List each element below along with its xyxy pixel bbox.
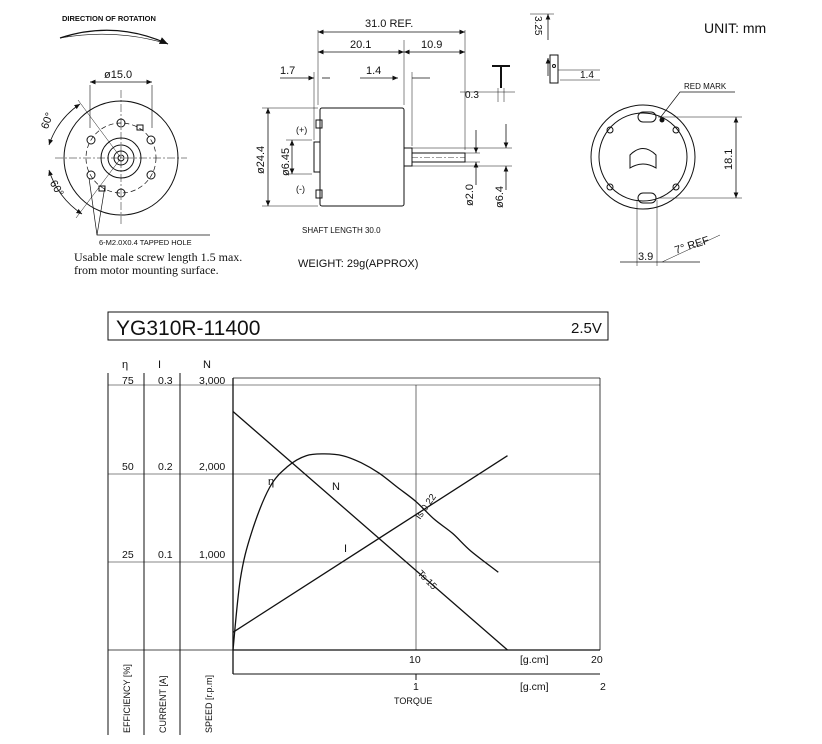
head-efficiency: η — [122, 359, 128, 371]
dim-10-9: 10.9 — [421, 39, 442, 51]
red-mark-label: RED MARK — [684, 82, 727, 91]
red-mark-dot — [659, 117, 665, 123]
angle-60-bottom: 60° — [47, 178, 66, 198]
dim-dia-6-4: ø6.4 — [494, 186, 506, 208]
eff-tick-25: 25 — [122, 549, 134, 561]
screw-note-line1: Usable male screw length 1.5 max. — [74, 250, 242, 264]
torque-mnm-tick-1: 1 — [413, 681, 419, 693]
current-curve — [232, 455, 508, 633]
screw-note-line2: from motor mounting surface. — [74, 263, 219, 277]
dim-dia-6-45: ø6.45 — [280, 148, 292, 176]
stall-torque-label: Ts 15 — [415, 568, 439, 592]
side-view: (+) (-) 31.0 REF. 20.1 10.9 1.7 1.4 ø24.… — [255, 18, 512, 270]
torque-axis-title: TORQUE — [394, 696, 432, 706]
performance-chart: YG310R-11400 2.5V η I N 75 50 25 0.3 0 — [107, 311, 609, 735]
angle-60-top: 60° — [39, 111, 56, 131]
series-label-n: N — [332, 481, 340, 493]
speed-axis-title: SPEED [r.p.m] — [204, 675, 214, 733]
dim-31-ref: 31.0 REF. — [365, 18, 413, 30]
head-speed: N — [203, 359, 211, 371]
series-label-eta: η — [268, 476, 274, 488]
tapped-hole-callout: 6-M2.0X0.4 TAPPED HOLE — [99, 238, 192, 247]
torque-gcm-unit: [g.cm] — [520, 654, 549, 666]
model-name: YG310R-11400 — [116, 317, 260, 340]
rotation-arrow — [59, 29, 169, 45]
current-axis-title: CURRENT [A] — [158, 676, 168, 733]
rear-face — [590, 104, 696, 210]
dim-1-4-terminal: 1.4 — [580, 70, 594, 81]
cur-tick-0-1: 0.1 — [158, 549, 173, 561]
dim-dia-24-4: ø24.4 — [255, 146, 267, 174]
angle-7-ref: 7° REF — [673, 234, 711, 256]
dim-18-1: 18.1 — [723, 149, 735, 170]
speed-tick-1000: 1,000 — [199, 549, 225, 561]
cur-tick-0-2: 0.2 — [158, 461, 173, 473]
motor-body — [319, 107, 405, 207]
stall-current-label: Is 0.22 — [413, 492, 438, 522]
torque-mnm-unit: [g.cm] — [520, 681, 549, 693]
dim-0-3: 0.3 — [465, 90, 479, 101]
torque-mnm-max: 2 — [600, 681, 606, 693]
weight-label: WEIGHT: 29g(APPROX) — [298, 258, 418, 270]
dim-3-25: 3.25 — [532, 16, 543, 36]
torque-gcm-tick-10: 10 — [409, 654, 421, 666]
model-title-box — [107, 311, 609, 341]
terminal-detail: 3.25 1.4 0.3 — [460, 13, 600, 102]
terminal-plus: (+) — [296, 125, 307, 135]
front-view: DIRECTION OF ROTATION ø15.0 60° — [39, 14, 242, 277]
eff-tick-50: 50 — [122, 461, 134, 473]
rated-voltage: 2.5V — [571, 320, 602, 337]
eff-tick-75: 75 — [122, 375, 134, 387]
tapped-holes — [86, 118, 156, 198]
terminal-minus: (-) — [296, 184, 305, 194]
dim-20-1: 20.1 — [350, 39, 371, 51]
speed-curve — [232, 411, 508, 651]
dim-3-9: 3.9 — [638, 251, 653, 263]
dim-1-4: 1.4 — [366, 65, 381, 77]
shaft-length-label: SHAFT LENGTH 30.0 — [302, 226, 381, 235]
dim-1-7: 1.7 — [280, 65, 295, 77]
cur-tick-0-3: 0.3 — [158, 375, 173, 387]
efficiency-curve — [232, 453, 499, 651]
efficiency-axis-title: EFFICIENCY [%] — [122, 664, 132, 733]
rotation-label: DIRECTION OF ROTATION — [62, 14, 156, 23]
rear-view: RED MARK 18.1 3.9 7° REF — [590, 82, 742, 266]
torque-gcm-max: 20 — [591, 654, 603, 666]
speed-tick-2000: 2,000 — [199, 461, 225, 473]
speed-tick-3000: 3,000 — [199, 375, 225, 387]
dim-dia-15: ø15.0 — [104, 69, 132, 81]
unit-label: UNIT: mm — [704, 20, 766, 36]
dim-dia-2: ø2.0 — [464, 184, 476, 206]
head-current: I — [158, 359, 161, 371]
series-label-i: I — [344, 543, 347, 555]
